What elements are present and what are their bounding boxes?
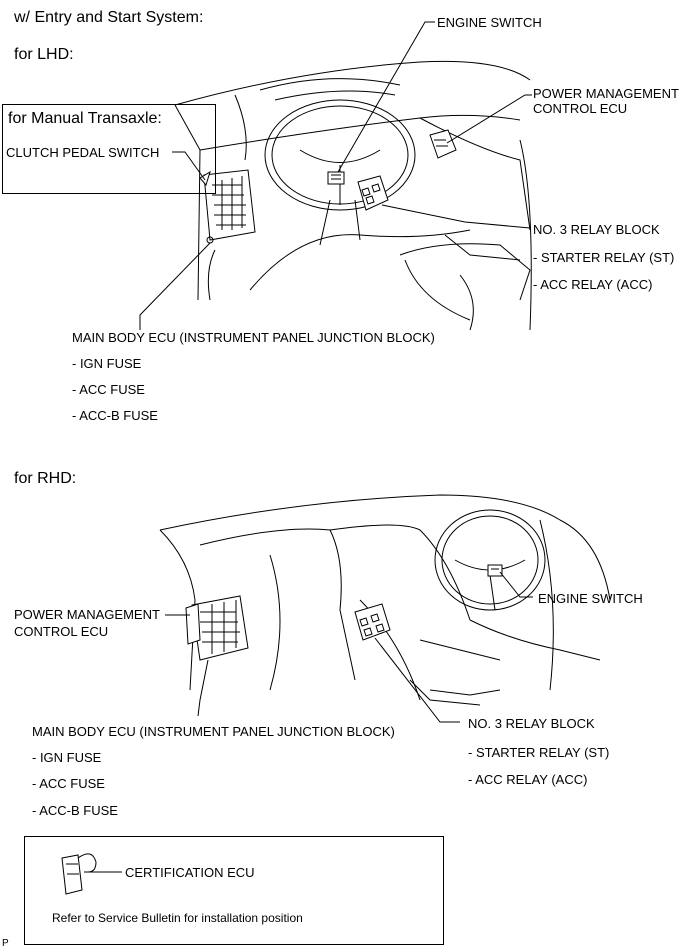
lhd-relay-block-label: NO. 3 RELAY BLOCK — [533, 222, 660, 237]
lhd-fuse-item: - ACC-B FUSE — [72, 408, 158, 423]
rhd-dashboard — [159, 494, 611, 723]
rhd-fuse-item: - IGN FUSE — [32, 750, 102, 765]
manual-transaxle-title: for Manual Transaxle: — [8, 110, 162, 127]
rhd-fuse-item: - ACC FUSE — [32, 776, 105, 791]
lhd-heading: for LHD: — [14, 46, 74, 63]
rhd-main-body-ecu-label: MAIN BODY ECU (INSTRUMENT PANEL JUNCTION… — [32, 724, 395, 739]
rhd-power-mgmt-label-2: CONTROL ECU — [14, 624, 109, 639]
rhd-relay-block — [354, 603, 391, 641]
lhd-main-body-ecu-label: MAIN BODY ECU (INSTRUMENT PANEL JUNCTION… — [72, 330, 435, 345]
rhd-heading: for RHD: — [14, 470, 77, 487]
certification-ecu-label: CERTIFICATION ECU — [125, 865, 255, 880]
lhd-fuse-item: - IGN FUSE — [72, 356, 142, 371]
manual-transaxle-inset — [2, 104, 216, 194]
lhd-junction-block — [199, 169, 256, 244]
lhd-fuse-item: - ACC FUSE — [72, 382, 145, 397]
lhd-relay-item: - STARTER RELAY (ST) — [533, 250, 675, 265]
rhd-fuse-item: - ACC-B FUSE — [32, 803, 118, 818]
certification-ecu-graphic — [61, 853, 122, 895]
rhd-engine-switch-label: ENGINE SWITCH — [538, 591, 643, 606]
section-header: w/ Entry and Start System: — [14, 9, 204, 26]
certification-ecu-box — [24, 836, 444, 945]
rhd-relay-block-label: NO. 3 RELAY BLOCK — [468, 716, 595, 731]
rhd-relay-item: - ACC RELAY (ACC) — [468, 772, 588, 787]
lhd-relay-block — [357, 175, 389, 211]
lhd-power-mgmt-label-2: CONTROL ECU — [533, 101, 628, 116]
lhd-relay-item: - ACC RELAY (ACC) — [533, 277, 653, 292]
lhd-power-mgmt-label-1: POWER MANAGEMENT — [533, 86, 679, 101]
lhd-engine-switch-label: ENGINE SWITCH — [437, 15, 542, 30]
lhd-dashboard — [139, 21, 532, 331]
installation-note: Refer to Service Bulletin for installati… — [52, 911, 303, 925]
clutch-pedal-switch-label: CLUTCH PEDAL SWITCH — [6, 145, 160, 160]
lhd-power-mgmt-ecu — [429, 129, 457, 159]
rhd-power-mgmt-label-1: POWER MANAGEMENT — [14, 607, 160, 622]
rhd-junction-block — [185, 595, 249, 661]
figure-code: P — [2, 938, 9, 949]
rhd-relay-item: - STARTER RELAY (ST) — [468, 745, 610, 760]
